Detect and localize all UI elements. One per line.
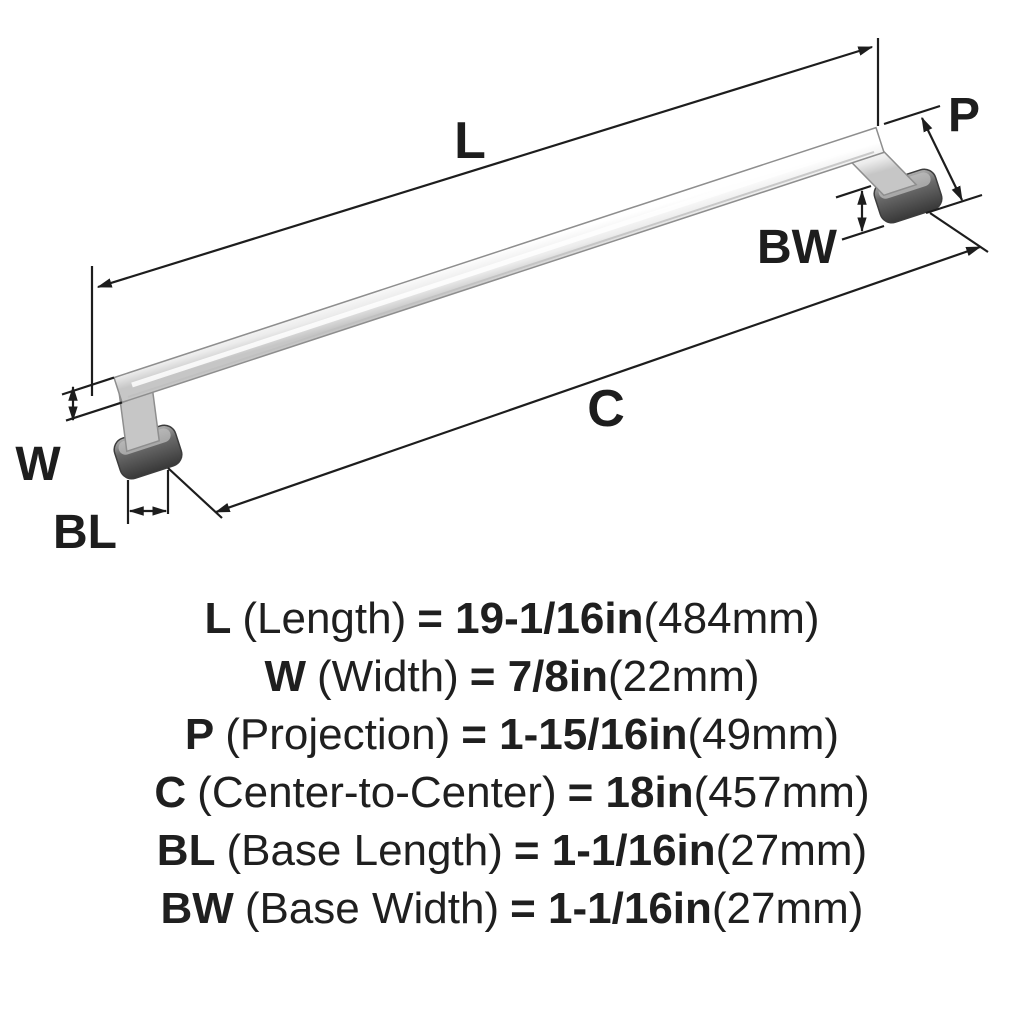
dimension-P: P: [883, 89, 983, 215]
handle-drawing: [113, 126, 943, 480]
dimension-W: W: [15, 376, 123, 491]
spec-line-C: C(Center-to-Center)= 18in(457mm): [0, 764, 1024, 822]
spec-value: = 18in: [567, 768, 694, 817]
spec-metric: (27mm): [715, 826, 868, 875]
spec-metric: (457mm): [693, 768, 870, 817]
spec-value: = 1-1/16in: [510, 884, 712, 933]
spec-letter: BW: [160, 884, 234, 933]
spec-label: (Base Width): [244, 884, 500, 933]
handle-bar-shade: [127, 151, 875, 398]
dim-L-label: L: [454, 112, 486, 170]
dim-W-extension-bottom: [65, 401, 123, 422]
spec-value: = 1-15/16in: [461, 710, 688, 759]
dim-BW-extension-bottom: [841, 224, 885, 241]
spec-label: (Length): [242, 594, 407, 643]
spec-metric: (484mm): [643, 594, 820, 643]
spec-letter: L: [204, 594, 232, 643]
spec-line-BW: BW(Base Width)= 1-1/16in(27mm): [0, 880, 1024, 938]
spec-value: = 1-1/16in: [513, 826, 716, 875]
spec-label: (Base Length): [226, 826, 503, 875]
spec-line-W: W(Width)= 7/8in(22mm): [0, 648, 1024, 706]
spec-label: (Projection): [225, 710, 451, 759]
dim-W-extension-top: [61, 376, 115, 396]
spec-value: = 19-1/16in: [417, 594, 644, 643]
spec-line-BL: BL(Base Length)= 1-1/16in(27mm): [0, 822, 1024, 880]
spec-metric: (22mm): [607, 652, 760, 701]
dimension-C: C: [167, 212, 989, 519]
spec-metric: (49mm): [687, 710, 840, 759]
dim-P-extension-top: [883, 104, 941, 126]
handle-dimension-diagram: L P BW C: [15, 38, 989, 559]
spec-metric: (27mm): [711, 884, 864, 933]
dimension-BL: BL: [53, 470, 170, 559]
dim-P-arrow-line: [921, 116, 963, 202]
spec-label: (Center-to-Center): [197, 768, 557, 817]
dim-BW-extension-top: [835, 184, 872, 199]
spec-letter: W: [264, 652, 306, 701]
spec-line-P: P(Projection)= 1-15/16in(49mm): [0, 706, 1024, 764]
dim-C-label: C: [587, 380, 625, 438]
spec-letter: BL: [156, 826, 216, 875]
spec-letter: P: [184, 710, 215, 759]
dim-C-arrow-line: [214, 245, 982, 514]
handle-bar-highlight: [131, 141, 867, 388]
dimension-BW: BW: [757, 184, 885, 274]
spec-line-L: L(Length)= 19-1/16in(484mm): [0, 590, 1024, 648]
handle-drawing-area: L P BW C: [15, 38, 989, 559]
dim-W-label: W: [15, 438, 61, 491]
spec-letter: C: [154, 768, 187, 817]
dim-C-extension-left: [167, 467, 223, 519]
dim-BL-label: BL: [53, 506, 117, 559]
spec-list: L(Length)= 19-1/16in(484mm) W(Width)= 7/…: [0, 590, 1024, 938]
dim-C-extension-right: [929, 212, 989, 253]
spec-label: (Width): [317, 652, 459, 701]
dim-P-extension-bottom: [925, 193, 983, 215]
dimension-L: L: [90, 38, 880, 396]
dim-P-label: P: [948, 89, 980, 142]
dim-BW-label: BW: [757, 221, 838, 274]
spec-value: = 7/8in: [469, 652, 608, 701]
